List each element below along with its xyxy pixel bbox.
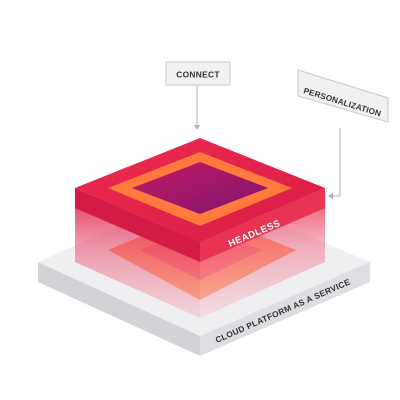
headless-cube: HEADLESS [75,138,325,318]
connect-label: CONNECT [176,70,220,80]
connect-callout: CONNECT [165,61,231,130]
personalization-connector-arrow [328,193,333,199]
cube-left-rim [75,188,200,262]
personalization-box [297,69,389,123]
cube-top-inner-ring [132,162,268,214]
cube-right-rim [200,188,325,262]
platform-right-face [200,262,370,356]
connect-connector-arrow [194,125,200,130]
platform-left-face [38,262,200,356]
personalization-connector-line [332,128,341,197]
personalization-callout: PERSONALIZATION [297,69,389,199]
connect-box [165,61,231,86]
